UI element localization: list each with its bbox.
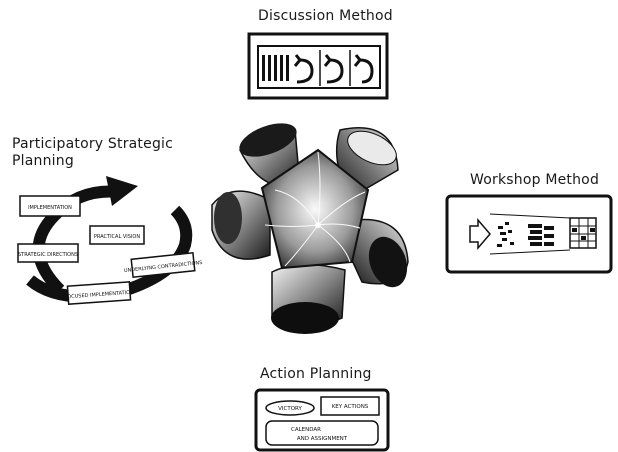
key-actions-label: KEY ACTIONS — [332, 404, 369, 410]
participatory-strategic-planning-title: Participatory Strategic Planning — [12, 136, 212, 170]
psp-title-line2: Planning — [12, 153, 74, 169]
discussion-method-title: Discussion Method — [258, 8, 393, 24]
workshop-arrow-icon — [469, 217, 491, 251]
workshop-grid-icon — [569, 217, 597, 249]
discussion-method-icon — [247, 32, 389, 100]
action-planning-icon: VICTORY KEY ACTIONS CALENDAR AND ASSIGNM… — [254, 388, 390, 452]
psp-step-strategic-directions-label: STRATEGIC DIRECTIONS — [18, 252, 78, 258]
psp-step-strategic-directions: STRATEGIC DIRECTIONS — [17, 243, 79, 263]
workshop-method-icon — [445, 194, 613, 274]
psp-step-focused-implementation: FOCUSED IMPLEMENTATION — [64, 281, 134, 305]
psp-step-practical-vision-label: PRACTICAL VISION — [94, 234, 140, 240]
calendar-box — [265, 420, 379, 446]
victory-label: VICTORY — [278, 406, 302, 412]
psp-title-line1: Participatory Strategic — [12, 136, 174, 152]
psp-step-implementation-label: IMPLEMENTATION — [28, 205, 72, 211]
assignment-label: AND ASSIGNMENT — [297, 436, 348, 442]
discussion-return-arrows-icon — [293, 50, 374, 86]
key-actions-box — [320, 396, 380, 416]
action-planning-title: Action Planning — [260, 366, 372, 382]
calendar-label: CALENDAR — [291, 427, 321, 433]
psp-step-implementation: IMPLEMENTATION — [19, 195, 81, 217]
victory-oval — [265, 400, 315, 416]
central-flower-graphic — [211, 123, 409, 334]
workshop-method-title: Workshop Method — [470, 172, 600, 188]
psp-step-focused-implementation-label: FOCUSED IMPLEMENTATION — [64, 290, 134, 301]
discussion-bars-icon — [262, 55, 289, 81]
workshop-scatter-icon — [497, 222, 514, 247]
psp-step-practical-vision: PRACTICAL VISION — [89, 225, 145, 245]
psp-step-underlying-contradictions: UNDERLYING CONTRADICTIONS — [124, 251, 203, 279]
workshop-clusters-icon — [528, 224, 554, 246]
cycle-arrow-icon — [106, 176, 138, 206]
psp-cycle-graphic: IMPLEMENTATION PRACTICAL VISION UNDERLYI… — [17, 176, 203, 305]
